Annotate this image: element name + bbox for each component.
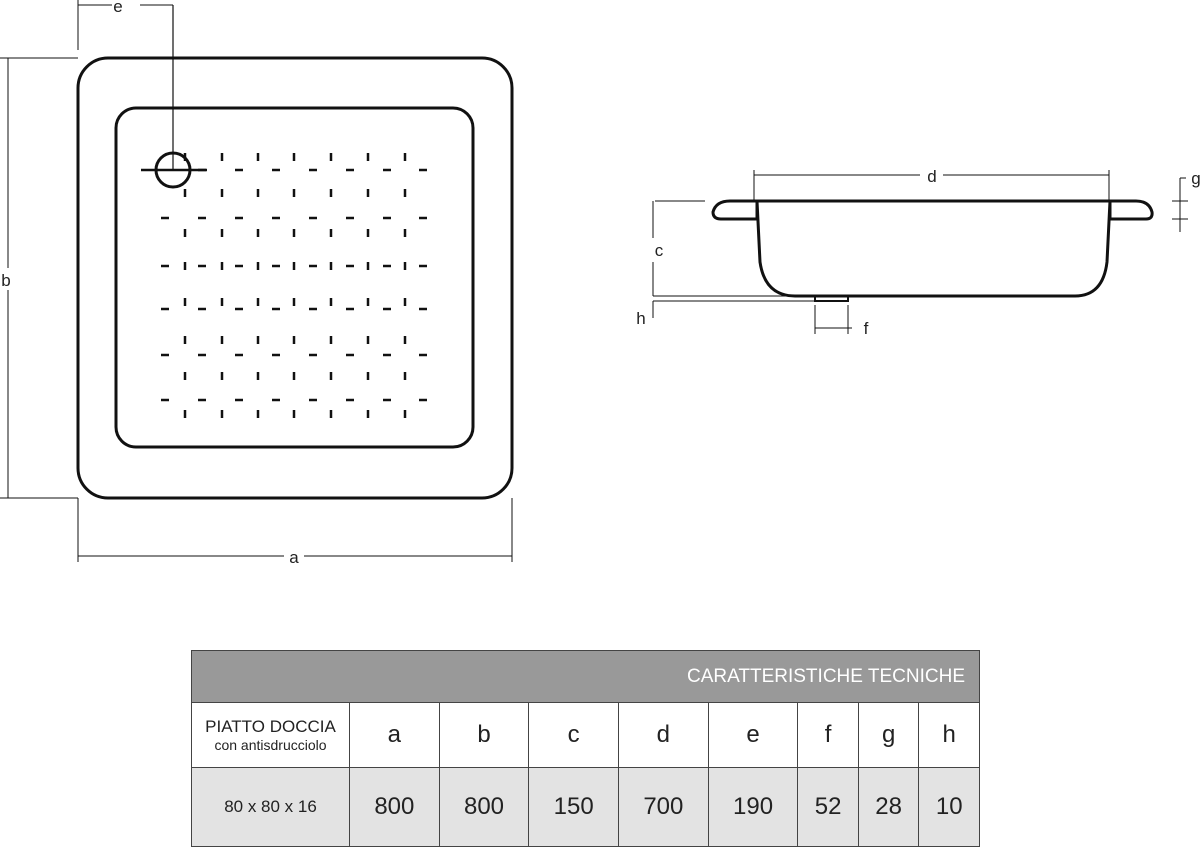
dim-label-d: d [927, 167, 936, 186]
column-header: f [797, 702, 859, 768]
dim-label-g: g [1191, 169, 1200, 188]
tray-outer-outline [76, 56, 514, 500]
value-cell: 800 [438, 767, 530, 847]
dim-label-c: c [655, 241, 664, 260]
product-header: PIATTO DOCCIA con antisdrucciolo [191, 702, 350, 768]
top-view [0, 0, 514, 562]
model-cell: 80 x 80 x 16 [191, 767, 350, 847]
column-header: d [618, 702, 709, 768]
product-label: PIATTO DOCCIA [205, 717, 336, 736]
value-cell: 10 [918, 767, 980, 847]
dim-label-h: h [636, 309, 645, 328]
table-header-row: PIATTO DOCCIA con antisdrucciolo a b c d… [191, 702, 980, 768]
value-cell: 190 [707, 767, 799, 847]
technical-specs-table: CARATTERISTICHE TECNICHE PIATTO DOCCIA c… [191, 650, 980, 847]
table-title: CARATTERISTICHE TECNICHE [191, 650, 980, 703]
column-header: c [528, 702, 620, 768]
side-view [652, 170, 1188, 334]
anti-slip-pattern [161, 153, 427, 418]
column-header: g [857, 702, 920, 768]
dim-label-e: e [113, 0, 122, 16]
value-cell: 150 [528, 767, 620, 847]
dim-label-a: a [289, 548, 299, 567]
dim-label-b: b [1, 271, 10, 290]
value-cell: 28 [857, 767, 920, 847]
column-header: h [918, 702, 980, 768]
value-cell: 52 [797, 767, 859, 847]
column-header: b [438, 702, 530, 768]
value-cell: 800 [349, 767, 440, 847]
table-row: 80 x 80 x 16 800 800 150 700 190 52 28 1… [191, 767, 980, 847]
drain-section [814, 295, 849, 302]
tray-inner-outline [114, 106, 475, 449]
technical-drawing: e b a d c h f g [0, 0, 1201, 567]
value-cell: 700 [618, 767, 709, 847]
tray-section-outline [730, 199, 1136, 298]
dim-label-f: f [864, 319, 869, 338]
product-sublabel: con antisdrucciolo [214, 737, 327, 753]
column-header: a [349, 702, 440, 768]
column-header: e [707, 702, 799, 768]
